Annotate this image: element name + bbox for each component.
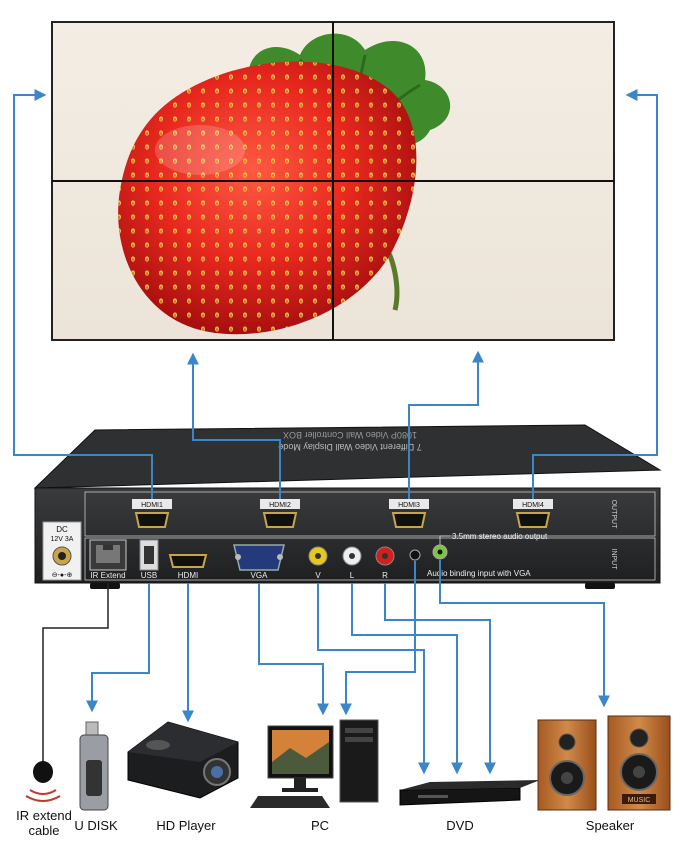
svg-text:⊖-●-⊕: ⊖-●-⊕	[52, 572, 73, 579]
ir-cable-caption-line2: cable	[28, 823, 60, 838]
output-section-label: OUTPUT	[610, 500, 617, 530]
audio-input-jack	[409, 549, 421, 561]
arrow-hdmi2-to-wall	[187, 352, 281, 499]
video-rca-port: V	[308, 546, 328, 580]
strawberry-image	[118, 33, 451, 335]
input-connections	[86, 560, 610, 775]
dvd-player-icon	[399, 780, 540, 806]
hdmi-input-port: HDMI	[168, 554, 208, 580]
hdmi-output-1: HDMI1	[132, 499, 172, 528]
arrow-hdmi3-to-wall	[408, 350, 484, 499]
arrow-audio-in-to-pc	[340, 561, 416, 716]
video-wall	[51, 21, 615, 341]
vga-label: VGA	[251, 571, 269, 580]
usb-label: USB	[141, 571, 157, 580]
arrow-hdmi4-to-wall	[532, 89, 658, 499]
dvd-caption: DVD	[446, 818, 474, 833]
projector-icon	[127, 721, 239, 799]
input-section-label: INPUT	[610, 549, 617, 571]
hdmi-output-1-label: HDMI1	[141, 502, 163, 509]
dc-rating-label: 12V 3A	[51, 536, 74, 543]
controller-box: 7 Different Video Wall Display Mode 1080…	[33, 424, 662, 589]
box-front-panel	[34, 487, 661, 584]
hdplayer-caption: HD Player	[156, 818, 216, 833]
output-section-frame	[84, 491, 656, 537]
arrow-vga-to-pc	[258, 583, 329, 716]
hdmi-output-3: HDMI3	[389, 499, 429, 528]
hdmi-input-label: HDMI	[178, 571, 198, 580]
box-subtitle-text: 1080P Video Wall Controller BOX	[283, 430, 417, 440]
pc-icon	[250, 719, 379, 808]
arrow-usb-to-udisk	[86, 583, 150, 713]
hdmi-output-4: HDMI4	[513, 499, 553, 528]
audio-left-rca-port: L	[342, 546, 362, 580]
ir-cable-caption: IR extend cable	[14, 808, 74, 838]
box-title-text: 7 Different Video Wall Display Mode	[278, 442, 421, 452]
ir-cable-line	[42, 583, 109, 762]
arrow-video-to-dvd	[317, 583, 430, 775]
ir-cable-caption-line1: IR extend	[16, 808, 72, 823]
ir-extend-label: IR Extend	[90, 571, 125, 580]
hdmi-output-2: HDMI2	[260, 499, 300, 528]
ir-extend-port: IR Extend	[89, 539, 127, 580]
vga-port: VGA	[233, 544, 285, 580]
arrow-hdmi1-to-wall	[13, 89, 153, 499]
arrow-right-to-dvd	[384, 583, 496, 775]
audio-output-jack	[432, 544, 448, 560]
video-rca-label: V	[315, 571, 321, 580]
speaker-badge: MUSIC	[628, 797, 651, 804]
arrow-left-to-dvd	[351, 583, 463, 775]
arrow-audio-out-to-speaker	[439, 560, 610, 708]
pc-caption: PC	[310, 818, 330, 833]
speaker-icon: MUSIC	[537, 715, 671, 811]
dc-label: DC	[56, 525, 68, 534]
dc-power-port: DC 12V 3A ⊖-●-⊕	[42, 521, 82, 581]
audio-input-note: Audio binding input with VGA	[427, 569, 531, 578]
audio-right-rca-port: R	[375, 546, 395, 580]
usb-port: USB	[139, 539, 159, 580]
output-connections	[13, 89, 658, 499]
udisk-icon	[79, 721, 109, 811]
input-section-frame	[84, 537, 656, 581]
hdmi-output-3-label: HDMI3	[398, 502, 420, 509]
hdmi-output-4-label: HDMI4	[522, 502, 544, 509]
audio-left-label: L	[350, 571, 355, 580]
udisk-caption: U DISK	[74, 818, 118, 833]
speaker-caption: Speaker	[585, 818, 635, 833]
ir-sensor-icon	[25, 761, 61, 802]
audio-output-note: 3.5mm stereo audio output	[452, 532, 548, 541]
audio-right-label: R	[382, 571, 388, 580]
hdmi-output-2-label: HDMI2	[269, 502, 291, 509]
